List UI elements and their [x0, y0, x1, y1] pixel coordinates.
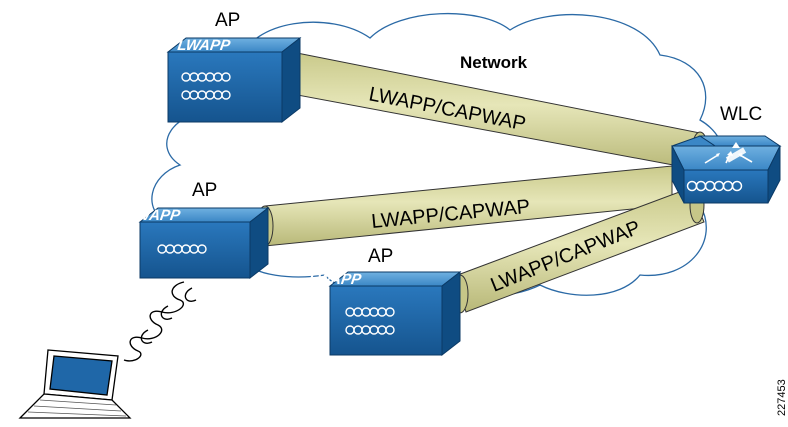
- wireless-signal-icon: [123, 281, 197, 362]
- wireless-controller-icon: [670, 135, 782, 204]
- ap1-label: AP: [215, 10, 240, 31]
- ap3-brand: LWAPP: [308, 271, 364, 288]
- access-point-icon: LWAPP: [127, 206, 270, 280]
- access-point-icon: LWAPP: [166, 36, 302, 124]
- network-label: Network: [460, 53, 528, 72]
- ap3-label: AP: [368, 246, 393, 267]
- laptop-icon: [18, 349, 132, 419]
- wlc-label: WLC: [720, 104, 762, 125]
- access-point-icon: LWAPP: [308, 270, 462, 357]
- ap2-label: AP: [192, 180, 217, 201]
- ap1-brand: LWAPP: [176, 37, 232, 54]
- ap2-brand: LWAPP: [127, 207, 183, 224]
- figure-id: 227453: [776, 379, 788, 416]
